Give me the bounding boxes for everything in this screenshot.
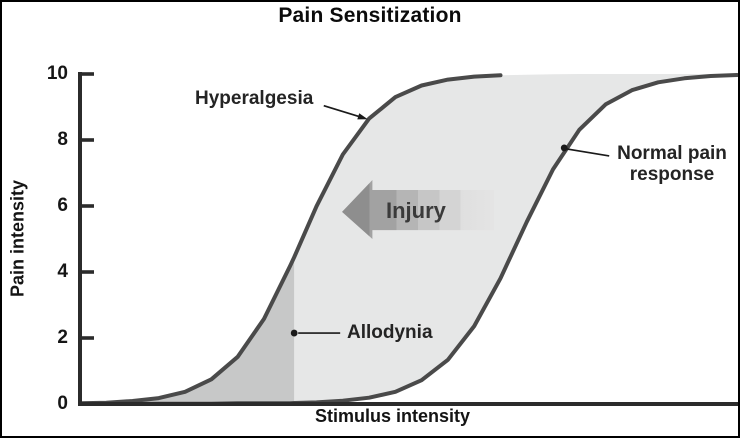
normal-pain-pointer-line — [566, 148, 610, 157]
x-axis-title: Stimulus intensity — [314, 406, 471, 426]
allodynia-region-fill — [80, 257, 295, 404]
allodynia-label: Allodynia — [347, 322, 433, 343]
y-tick-label-6: 6 — [57, 195, 68, 216]
allodynia-marker-dot — [290, 329, 298, 337]
y-tick-label-2: 2 — [57, 327, 68, 348]
y-tick-label-0: 0 — [57, 393, 68, 414]
y-tick-label-4: 4 — [57, 261, 68, 282]
normal-pain-pointer-dot — [560, 144, 568, 152]
hyperalgesia-pointer-arrowhead-icon — [357, 113, 368, 120]
chart-title: Pain Sensitization — [278, 4, 462, 27]
injury-label: Injury — [386, 198, 446, 223]
hyperalgesia-pointer-line — [323, 104, 360, 118]
y-tick-label-8: 8 — [57, 129, 68, 150]
hyperalgesia-curve — [78, 73, 503, 406]
normal-pain-response-label: Normal pain response — [617, 143, 727, 185]
y-tick-label-10: 10 — [46, 63, 68, 84]
y-axis-title: Pain intensity — [7, 179, 28, 298]
sensitization-region-fill — [294, 74, 737, 403]
hyperalgesia-label: Hyperalgesia — [195, 88, 314, 109]
